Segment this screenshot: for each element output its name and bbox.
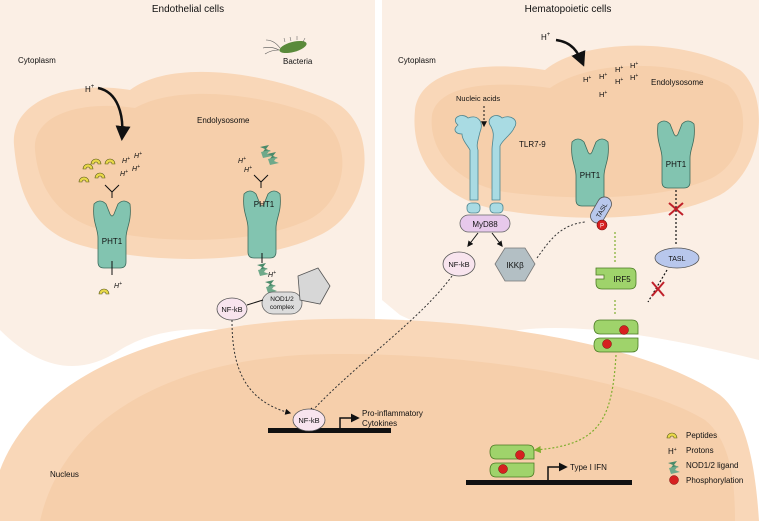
phospho-label-tasl: P [600, 224, 604, 230]
svg-text:H+: H+ [541, 32, 551, 42]
nfkb-nucleus [292, 408, 326, 432]
ikkb [494, 247, 536, 282]
cytoplasm-right-label: Cytoplasm [398, 56, 436, 65]
nod-complex-label-1: NOD1/2 [270, 296, 294, 303]
block-cross-2 [651, 281, 665, 297]
svg-text:H+: H+ [134, 151, 142, 160]
nfkb-left-translocation-arrow [231, 319, 292, 415]
cytoplasm-left-label: Cytoplasm [18, 56, 56, 65]
dna-proinflammatory [268, 428, 391, 433]
proton-influx-arrow-right [555, 38, 586, 67]
receptor-y-right-left [253, 174, 269, 188]
proinflammatory-label-1: Pro-inflammatory [362, 409, 423, 418]
svg-text:H+: H+ [244, 165, 252, 174]
tasl-free-label: TASL [669, 256, 686, 263]
myd88 [459, 214, 511, 233]
proton-influx-arrow-left [97, 86, 131, 141]
myd88-label: MyD88 [472, 220, 498, 229]
svg-text:H+: H+ [615, 77, 623, 86]
proton-out-endo: H+ [268, 270, 276, 279]
receptor-y-left [104, 184, 120, 198]
ikkb-label: IKKβ [506, 261, 524, 270]
nucleus [0, 318, 759, 521]
irf5 [595, 267, 637, 290]
legend: Peptides H+ Protons NOD1/2 ligand Phosph… [666, 431, 743, 485]
svg-text:H+: H+ [615, 65, 623, 74]
svg-text:H+: H+ [599, 90, 607, 99]
svg-text:H+: H+ [132, 164, 140, 173]
legend-phosphorylation: Phosphorylation [686, 476, 743, 485]
endolysosome-left-label: Endolysosome [197, 116, 250, 125]
nucleic-acids-label: Nucleic acids [456, 94, 500, 103]
type1-ifn-label: Type I IFN [570, 463, 607, 472]
proinflammatory-label-2: Cytokines [362, 419, 397, 428]
dna-type1-ifn [466, 480, 632, 485]
pht1-right-bound-label: PHT1 [580, 171, 601, 180]
nucleus-label: Nucleus [50, 470, 79, 479]
svg-text:H+: H+ [599, 72, 607, 81]
right-panel-title: Hematopoietic cells [525, 4, 612, 15]
svg-text:H+: H+ [120, 169, 128, 178]
transcription-arrow-proinflam [339, 413, 360, 428]
irf5-dimer-nucleus [489, 444, 535, 478]
proton-right: H+ [541, 32, 551, 42]
nfkb-nucleus-label: NF-kB [298, 416, 319, 425]
tlr-label: TLR7-9 [519, 140, 546, 149]
nod-to-nfkb-line [246, 299, 264, 306]
irf5-translocation-arrow [533, 354, 617, 454]
tasl-bound: TASL [590, 196, 612, 224]
nfkb-right-label: NF-kB [448, 260, 469, 269]
phosphorylation-tasl [596, 219, 608, 231]
legend-peptides: Peptides [686, 431, 717, 440]
phosphorylation-icon [669, 475, 679, 485]
irf5-label: IRF5 [613, 275, 631, 284]
transcription-arrow-ifn [547, 462, 568, 480]
legend-protons: Protons [686, 446, 714, 455]
legend-nod-ligand: NOD1/2 ligand [686, 461, 738, 470]
svg-text:H+: H+ [583, 75, 591, 84]
nod-complex-label-2: complex [270, 304, 295, 311]
nfkb-right [442, 251, 476, 277]
left-panel-title: Endothelial cells [152, 4, 224, 15]
protons-cluster-right: H+ H+ H+ H+ H+ H+ H+ [583, 61, 638, 99]
protons-cluster-left: H+ H+ H+ H+ [120, 151, 142, 178]
svg-text:H+: H+ [630, 73, 638, 82]
bacteria-label: Bacteria [283, 57, 313, 66]
endolysosome-left [13, 71, 365, 259]
bacteria-icon [262, 36, 307, 55]
proton-left: H+ [85, 84, 95, 94]
myd88-to-ikkb-arrow [491, 232, 503, 247]
svg-text:H+: H+ [122, 156, 130, 165]
svg-text:H+: H+ [85, 84, 95, 94]
protons-top-left: H+ H+ [238, 156, 252, 174]
svg-text:H+: H+ [630, 61, 638, 70]
pht1-left-label: PHT1 [102, 237, 123, 246]
nod-complex [261, 267, 331, 315]
pht1-right-free-label: PHT1 [666, 160, 687, 169]
svg-text:H+: H+ [238, 156, 246, 165]
pht1-endolysosome-label: PHT1 [254, 200, 275, 209]
proton-icon: H+ [668, 447, 677, 456]
irf5-dimer-cytoplasm [593, 319, 639, 353]
nfkb-right-translocation-arrow [309, 275, 453, 414]
tasl-free [654, 247, 700, 269]
tlr7-9-receptor [454, 115, 517, 214]
myd88-to-nfkb-arrow [467, 232, 479, 247]
ikkb-to-tasl-link [536, 221, 586, 259]
proton-out-left: H+ [114, 281, 122, 290]
nfkb-left-label: NF-kB [221, 305, 242, 314]
endolysosome-right-label: Endolysosome [651, 78, 704, 87]
block-cross-1 [668, 202, 684, 216]
